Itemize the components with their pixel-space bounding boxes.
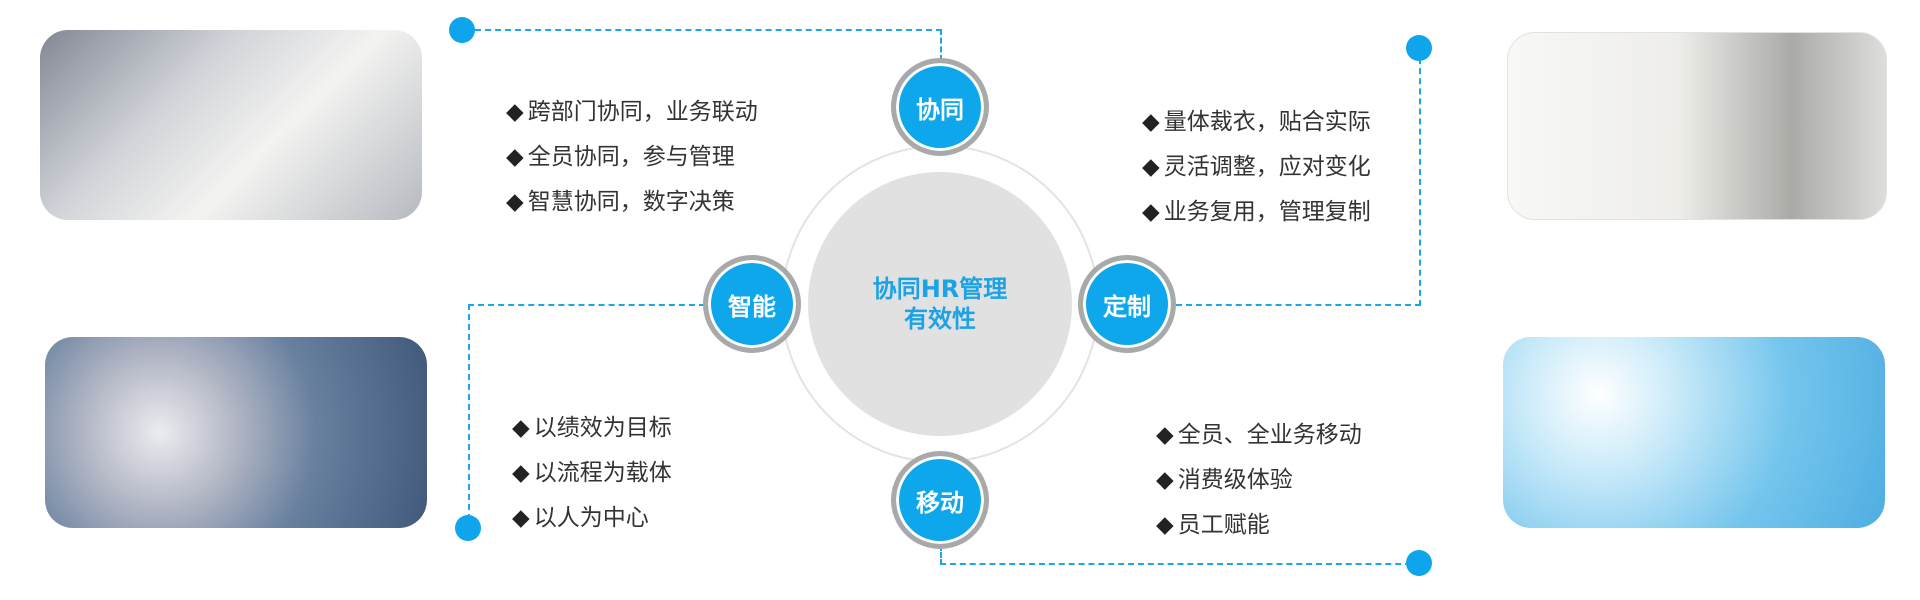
connector-bottom xyxy=(940,545,1421,565)
node-mobile: 移动 xyxy=(891,451,989,549)
center-title-line1: 协同HR管理 xyxy=(872,275,1008,303)
node-customization: 定制 xyxy=(1078,255,1176,353)
connector-dot-top-left xyxy=(449,17,475,43)
list-item: 跨部门协同，业务联动 xyxy=(506,90,758,135)
list-top-right: 量体裁衣，贴合实际 灵活调整，应对变化 业务复用，管理复制 xyxy=(1142,100,1371,235)
connector-dot-bottom-right xyxy=(1406,550,1432,576)
photo-business-meeting xyxy=(40,30,422,220)
list-item: 以人为中心 xyxy=(512,496,672,541)
list-item: 灵活调整，应对变化 xyxy=(1142,145,1371,190)
photo-robot-ai xyxy=(45,337,427,528)
center-title-line2: 有效性 xyxy=(904,305,976,333)
list-item: 员工赋能 xyxy=(1156,503,1362,548)
list-bottom-right: 全员、全业务移动 消费级体验 员工赋能 xyxy=(1156,413,1362,548)
node-collaboration: 协同 xyxy=(891,58,989,156)
connector-top xyxy=(475,29,942,61)
list-bottom-left: 以绩效为目标 以流程为载体 以人为中心 xyxy=(512,406,672,541)
list-item: 全员协同，参与管理 xyxy=(506,135,758,180)
photo-mobile-apps xyxy=(1503,337,1885,528)
connector-right xyxy=(1176,48,1421,306)
list-item: 以绩效为目标 xyxy=(512,406,672,451)
list-item: 消费级体验 xyxy=(1156,458,1362,503)
photo-tailoring-sketch xyxy=(1507,32,1887,220)
list-top-left: 跨部门协同，业务联动 全员协同，参与管理 智慧协同，数字决策 xyxy=(506,90,758,225)
center-disk: 协同HR管理 有效性 xyxy=(808,172,1072,436)
list-item: 全员、全业务移动 xyxy=(1156,413,1362,458)
connector-left xyxy=(468,304,705,530)
list-item: 以流程为载体 xyxy=(512,451,672,496)
connector-dot-top-right xyxy=(1406,35,1432,61)
list-item: 智慧协同，数字决策 xyxy=(506,180,758,225)
list-item: 业务复用，管理复制 xyxy=(1142,190,1371,235)
node-intelligence: 智能 xyxy=(703,255,801,353)
list-item: 量体裁衣，贴合实际 xyxy=(1142,100,1371,145)
connector-dot-bottom-left xyxy=(455,515,481,541)
